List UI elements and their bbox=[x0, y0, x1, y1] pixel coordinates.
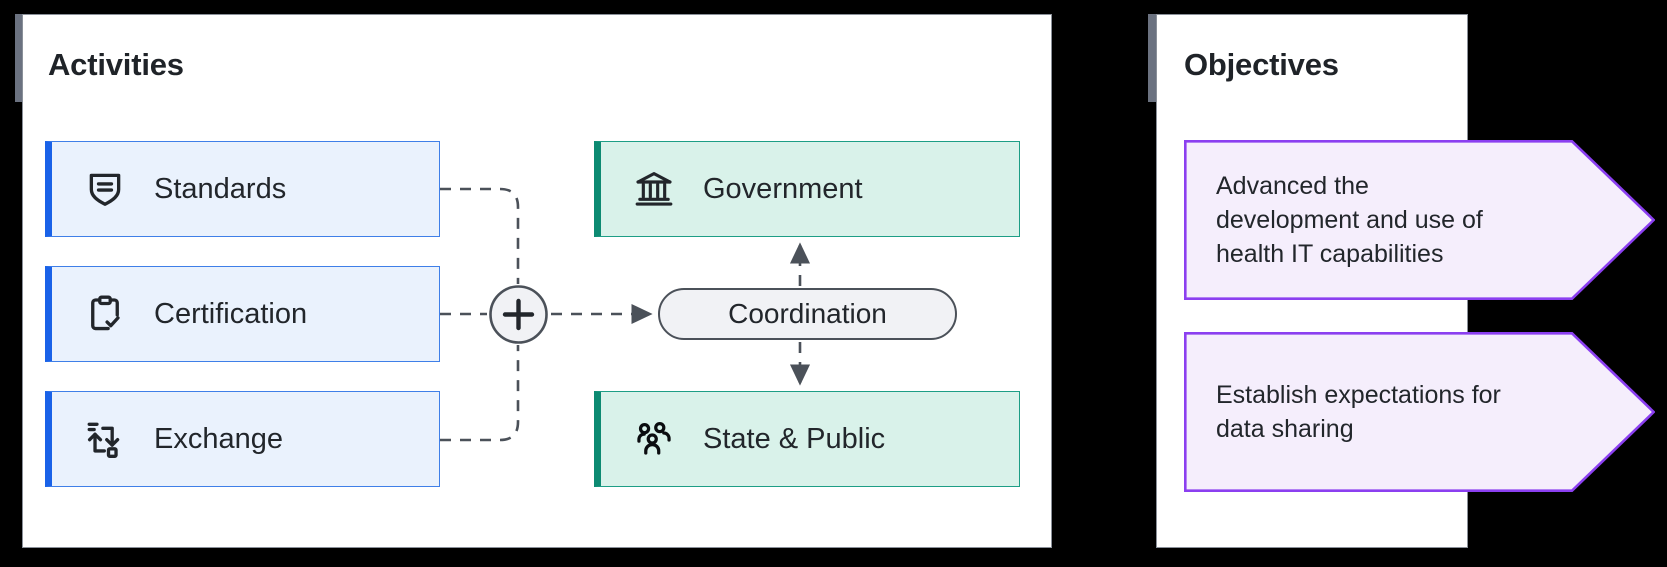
activities-panel-title: Activities bbox=[48, 47, 184, 82]
activities-panel-accent-bar bbox=[15, 14, 23, 102]
coordination-label: Coordination bbox=[728, 298, 887, 329]
plus-junction-node[interactable] bbox=[489, 285, 548, 344]
stakeholder-card-government[interactable]: Government bbox=[594, 141, 1020, 237]
shield-icon bbox=[82, 166, 128, 212]
activity-card-label: Standards bbox=[154, 172, 287, 205]
objective-text: Advanced the development and use of heal… bbox=[1216, 172, 1483, 268]
data-exchange-icon bbox=[82, 416, 128, 462]
bank-icon bbox=[631, 166, 677, 212]
objectives-panel-title: Objectives bbox=[1184, 47, 1339, 82]
objective-text: Establish expectations for data sharing bbox=[1216, 381, 1501, 443]
coordination-node[interactable]: Coordination bbox=[658, 288, 957, 340]
clipboard-check-icon bbox=[82, 291, 128, 337]
people-icon bbox=[631, 416, 677, 462]
activity-card-standards[interactable]: Standards bbox=[45, 141, 440, 237]
activity-card-label: Certification bbox=[154, 297, 308, 330]
stakeholder-card-label: State & Public bbox=[703, 422, 886, 455]
stakeholder-card-label: Government bbox=[703, 172, 863, 205]
chevron-shape bbox=[1184, 140, 1655, 300]
stakeholder-card-state-public[interactable]: State & Public bbox=[594, 391, 1020, 487]
objectives-panel-accent-bar bbox=[1148, 14, 1156, 102]
objective-item-1[interactable]: Advanced the development and use of heal… bbox=[1184, 140, 1655, 300]
objective-item-2[interactable]: Establish expectations for data sharing bbox=[1184, 332, 1655, 492]
activity-card-certification[interactable]: Certification bbox=[45, 266, 440, 362]
activity-card-exchange[interactable]: Exchange bbox=[45, 391, 440, 487]
chevron-shape bbox=[1184, 332, 1655, 492]
plus-icon bbox=[502, 298, 535, 331]
activity-card-label: Exchange bbox=[154, 422, 283, 455]
